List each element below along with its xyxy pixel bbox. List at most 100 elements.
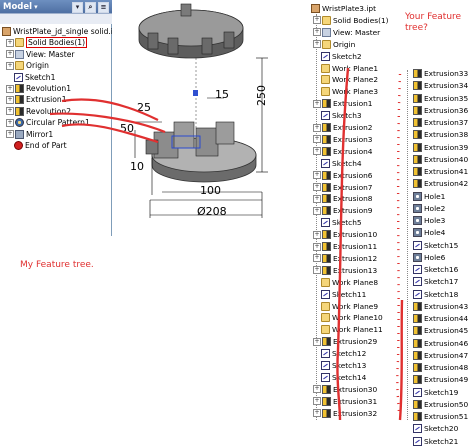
tree-node[interactable]: +Solid Bodies(1) (6, 37, 88, 49)
expand-toggle-icon[interactable]: + (313, 99, 321, 108)
tree-node[interactable]: Extrusion42 (413, 178, 468, 189)
tree-node[interactable]: Hole2 (413, 203, 445, 214)
tree-node[interactable]: Hole3 (413, 215, 445, 226)
tree-node[interactable]: WristPlate_jd_single solid.ipt (2, 26, 121, 37)
expand-toggle-icon[interactable]: + (313, 171, 321, 180)
tree-node[interactable]: End of Part (6, 140, 67, 151)
tree-node[interactable]: Extrusion36 (413, 105, 468, 116)
tree-node[interactable]: +Extrusion1 (313, 98, 372, 109)
expand-toggle-icon[interactable]: + (313, 28, 321, 37)
tree-node[interactable]: Extrusion35 (413, 93, 468, 104)
tree-node[interactable]: +Mirror1 (6, 129, 53, 140)
tree-node[interactable]: +View: Master (313, 27, 380, 38)
tree-node[interactable]: Sketch3 (313, 110, 362, 121)
tree-node[interactable]: +Revolution1 (6, 83, 71, 94)
tree-node[interactable]: +Extrusion9 (313, 205, 372, 216)
expand-toggle-icon[interactable]: + (6, 95, 14, 104)
tree-node[interactable]: Sketch11 (313, 289, 366, 300)
tree-node[interactable]: WristPlate3.ipt (311, 3, 376, 14)
tree-node[interactable]: +Extrusion10 (313, 229, 377, 240)
tree-node[interactable]: Sketch2 (313, 51, 362, 62)
menu-icon[interactable]: ≡ (98, 2, 109, 13)
tree-node[interactable]: Extrusion48 (413, 362, 468, 373)
tree-node[interactable]: Extrusion39 (413, 142, 468, 153)
tree-node[interactable]: Sketch1 (6, 72, 55, 83)
expand-toggle-icon[interactable]: + (313, 266, 321, 275)
tree-node[interactable]: +Extrusion11 (313, 241, 377, 252)
tree-node[interactable]: Extrusion46 (413, 338, 468, 349)
tree-node[interactable]: Work Plane9 (313, 301, 378, 312)
tree-node[interactable]: Sketch19 (413, 387, 458, 398)
tree-node[interactable]: +View: Master (6, 49, 75, 60)
tree-node[interactable]: +Extrusion30 (313, 384, 377, 395)
expand-toggle-icon[interactable]: + (313, 242, 321, 251)
tree-node[interactable]: +Extrusion31 (313, 396, 377, 407)
expand-toggle-icon[interactable]: + (6, 50, 14, 59)
tree-node[interactable]: +Extrusion7 (313, 182, 372, 193)
expand-toggle-icon[interactable]: + (313, 147, 321, 156)
tree-node[interactable]: Sketch13 (313, 360, 366, 371)
tree-node[interactable]: Sketch14 (313, 372, 366, 383)
tree-node[interactable]: Extrusion40 (413, 154, 468, 165)
graphics-viewport[interactable]: 15 25 250 50 10 100 Ø208 (112, 0, 279, 236)
tree-node[interactable]: +Solid Bodies(1) (313, 15, 389, 26)
expand-toggle-icon[interactable]: + (6, 130, 14, 139)
tree-node[interactable]: +Extrusion6 (313, 170, 372, 181)
tree-node[interactable]: +Extrusion29 (313, 336, 377, 347)
find-icon[interactable]: ⌕ (85, 2, 96, 13)
expand-toggle-icon[interactable]: + (313, 135, 321, 144)
tree-node[interactable]: Work Plane2 (313, 74, 378, 85)
tree-node[interactable]: Sketch16 (413, 264, 458, 275)
expand-toggle-icon[interactable]: + (313, 337, 321, 346)
tree-node[interactable]: Extrusion41 (413, 166, 468, 177)
tree-node[interactable]: Extrusion49 (413, 374, 468, 385)
tree-node[interactable]: +Extrusion1 (6, 94, 67, 105)
expand-toggle-icon[interactable]: + (313, 385, 321, 394)
tree-node[interactable]: Extrusion45 (413, 325, 468, 336)
tree-node[interactable]: Extrusion50 (413, 399, 468, 410)
tree-node[interactable]: Sketch17 (413, 276, 458, 287)
expand-toggle-icon[interactable]: + (313, 194, 321, 203)
tree-node[interactable]: Hole1 (413, 191, 445, 202)
tree-node[interactable]: Hole4 (413, 227, 445, 238)
browser-dropdown-icon[interactable]: ▾ (34, 3, 38, 11)
tree-node[interactable]: Work Plane3 (313, 86, 378, 97)
tree-node[interactable]: Extrusion44 (413, 313, 468, 324)
tree-node[interactable]: Extrusion33 (413, 68, 468, 79)
expand-toggle-icon[interactable]: + (313, 230, 321, 239)
tree-node[interactable]: Sketch12 (313, 348, 366, 359)
tree-node[interactable]: Sketch5 (313, 217, 362, 228)
tree-node[interactable]: Work Plane11 (313, 324, 383, 335)
tree-node[interactable]: Extrusion37 (413, 117, 468, 128)
tree-node[interactable]: +Origin (313, 39, 355, 50)
tree-node[interactable]: +Extrusion13 (313, 265, 377, 276)
tree-node[interactable]: Extrusion34 (413, 80, 468, 91)
expand-toggle-icon[interactable]: + (313, 254, 321, 263)
tree-node[interactable]: +Extrusion12 (313, 253, 377, 264)
tree-node[interactable]: +Extrusion8 (313, 193, 372, 204)
expand-toggle-icon[interactable]: + (313, 40, 321, 49)
expand-toggle-icon[interactable]: + (313, 16, 321, 25)
tree-node[interactable]: Sketch4 (313, 158, 362, 169)
tree-node[interactable]: +Revolution2 (6, 106, 71, 117)
tree-node[interactable]: Extrusion38 (413, 129, 468, 140)
tree-node[interactable]: +Circular Pattern1 (6, 117, 90, 128)
filter-icon[interactable]: ▾ (72, 2, 83, 13)
tree-node[interactable]: Work Plane1 (313, 63, 378, 74)
expand-toggle-icon[interactable]: + (6, 84, 14, 93)
tree-node[interactable]: +Extrusion32 (313, 408, 377, 419)
expand-toggle-icon[interactable]: + (313, 397, 321, 406)
expand-toggle-icon[interactable]: + (313, 123, 321, 132)
tree-node[interactable]: Extrusion47 (413, 350, 468, 361)
tree-node[interactable]: Work Plane10 (313, 312, 383, 323)
expand-toggle-icon[interactable]: + (313, 183, 321, 191)
tree-node[interactable]: Extrusion51 (413, 411, 468, 422)
tree-node[interactable]: Hole6 (413, 252, 445, 263)
tree-node[interactable]: Work Plane8 (313, 277, 378, 288)
tree-node[interactable]: +Origin (6, 60, 49, 71)
tree-node[interactable]: Sketch21 (413, 436, 458, 447)
expand-toggle-icon[interactable]: + (6, 118, 14, 127)
tree-node[interactable]: Sketch15 (413, 240, 458, 251)
tree-node[interactable]: Sketch18 (413, 289, 458, 300)
tree-node[interactable]: Extrusion43 (413, 301, 468, 312)
